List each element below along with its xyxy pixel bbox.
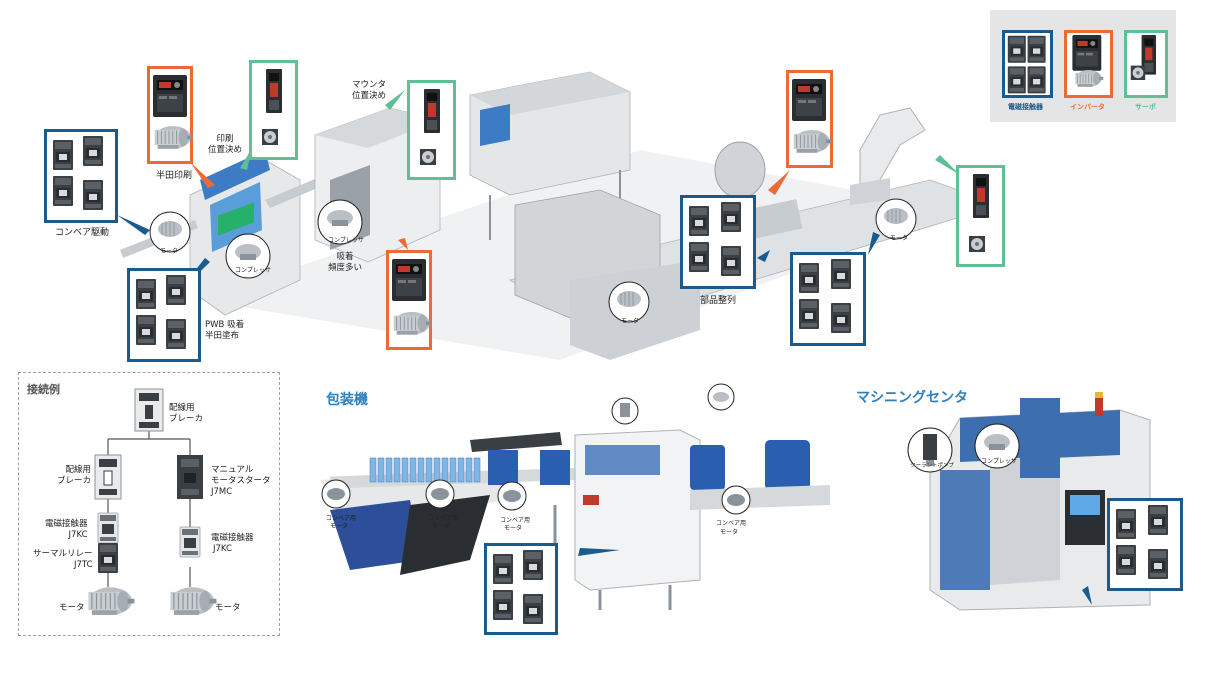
- legend-label-contactor: 電磁接触器: [1008, 103, 1043, 111]
- conn-breaker-left-2: ブレーカ: [57, 476, 92, 486]
- label-pwb-2: 半田塗布: [205, 331, 240, 341]
- callout-contactor-machining: [1107, 498, 1183, 591]
- conn-manual-starter-1: マニュアル: [211, 465, 254, 475]
- conn-thermal-1: サーマルリレー: [33, 549, 93, 559]
- conn-breaker-left-1: 配線用: [65, 465, 92, 475]
- conn-contactor-right-1: 電磁接触器: [211, 533, 254, 543]
- legend-label-inverter: インバータ: [1070, 103, 1105, 111]
- callout-contactor-packaging: [484, 543, 558, 635]
- conn-breaker-top-2: ブレーカ: [169, 414, 204, 424]
- callout-inverter-suction: [386, 250, 433, 350]
- coolant-pump-bubble: [907, 427, 953, 473]
- label-print-positioning-1: 印刷: [216, 134, 234, 144]
- conveyor-motor-label-1a: コンベア用: [326, 515, 357, 522]
- callout-inverter-solder: [147, 66, 194, 164]
- label-mounter-2: 位置決め: [352, 91, 387, 101]
- conn-contactor-left-1: 電磁接触器: [45, 519, 88, 529]
- label-print-positioning-2: 位置決め: [208, 145, 243, 155]
- coolant-pump-bubble-label: クーラントポンプ: [910, 463, 954, 469]
- conn-motor-right-label: モータ: [215, 603, 241, 613]
- legend-inverter-swatch: [1064, 30, 1113, 98]
- conn-breaker-top-label: 配線用 ブレーカ: [169, 403, 203, 425]
- legend-servo-swatch: [1124, 30, 1168, 98]
- legend-label-servo: サーボ: [1135, 103, 1156, 111]
- callout-servo-mounter: [407, 80, 456, 180]
- label-pwb-1: PWB 吸着: [205, 320, 245, 330]
- conveyor-motor-bubble-1: [321, 479, 351, 509]
- callout-inverter-parts: [786, 70, 833, 168]
- label-mounter-1: マウンタ: [352, 80, 387, 90]
- conn-contactor-right-2: J7KC: [213, 544, 232, 554]
- conn-contactor-left-2: J7KC: [68, 530, 88, 540]
- conveyor-motor-label-3b: モータ: [504, 525, 523, 532]
- conveyor-motor-bubble-4: [721, 485, 751, 515]
- label-mounter-positioning: マウンタ 位置決め: [352, 80, 386, 102]
- label-suction-2: 頻度多い: [328, 263, 363, 273]
- conveyor-motor-label-3a: コンベア用: [500, 517, 531, 524]
- conn-contactor-right-label: 電磁接触器 J7KC: [211, 533, 254, 555]
- callout-servo-print: [249, 60, 298, 160]
- label-suction: 吸着 頻度多い: [328, 252, 362, 274]
- label-conveyor-drive: コンベア駆動: [55, 228, 110, 238]
- label-pwb: PWB 吸着 半田塗布: [205, 320, 244, 342]
- motor-bubble-parts-label: モータ: [621, 318, 640, 325]
- callout-servo-robot: [956, 165, 1005, 267]
- label-solder-print: 半田印刷: [156, 171, 193, 181]
- conveyor-motor-label-2a: コンベア用: [428, 515, 459, 522]
- conveyor-motor-label-2b: モータ: [432, 523, 451, 530]
- callout-contactor-conveyor: [44, 129, 118, 223]
- conveyor-motor-label-1b: モータ: [330, 523, 349, 530]
- callout-contactor-conveyor-right: [790, 252, 866, 346]
- conn-breaker-left-label: 配線用 ブレーカ: [57, 465, 91, 487]
- callout-contactor-pwb: [127, 268, 201, 362]
- packaging-top-bubble-2: [707, 383, 735, 411]
- conveyor-motor-label-4a: コンベア用: [716, 520, 747, 527]
- compressor-bubble-printer-label: コンプレッサ: [235, 267, 271, 274]
- label-suction-1: 吸着: [336, 252, 354, 262]
- conn-manual-starter-2: モータスタータ: [211, 476, 271, 486]
- connection-example-title: 接続例: [27, 383, 60, 396]
- motor-bubble-robot-label: モータ: [890, 235, 909, 242]
- conn-thermal-label: サーマルリレー J7TC: [33, 549, 93, 571]
- conn-breaker-top-1: 配線用: [169, 403, 195, 413]
- compressor-bubble-machining-label: コンプレッサ: [981, 458, 1017, 465]
- conn-manual-starter-label: マニュアル モータスタータ J7MC: [211, 465, 271, 498]
- section-title-machining: マシニングセンタ: [856, 390, 968, 406]
- motor-bubble-conveyor-label: モータ: [160, 248, 179, 255]
- label-print-positioning: 印刷 位置決め: [208, 134, 242, 156]
- connection-wiring: [87, 388, 218, 616]
- conveyor-motor-bubble-3: [497, 481, 527, 511]
- conn-contactor-left-label: 電磁接触器 J7KC: [45, 519, 88, 541]
- conn-motor-left-label: モータ: [59, 603, 85, 613]
- label-parts-sort: 部品整列: [700, 296, 737, 306]
- section-title-packaging: 包装機: [326, 392, 368, 408]
- conn-manual-starter-3: J7MC: [211, 487, 233, 497]
- legend-panel: 電磁接触器 インバータ サーボ: [990, 10, 1176, 122]
- callout-contactor-parts-sort: [680, 195, 756, 289]
- packaging-top-bubble: [611, 397, 639, 425]
- legend-contactor-swatch: [1002, 30, 1053, 98]
- conn-thermal-2: J7TC: [73, 560, 93, 570]
- conveyor-motor-label-4b: モータ: [720, 529, 739, 536]
- conveyor-motor-bubble-2: [425, 479, 455, 509]
- connection-example-panel: 接続例: [18, 372, 280, 636]
- compressor-bubble-mounter-label: コンプレッサ: [328, 237, 364, 244]
